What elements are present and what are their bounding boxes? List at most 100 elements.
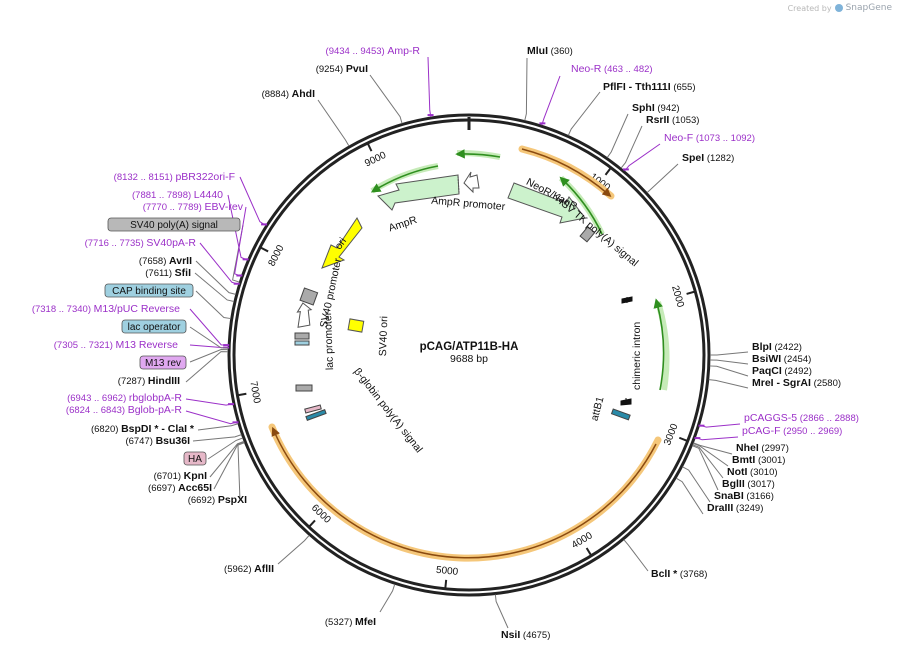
leader-layer — [185, 56, 749, 629]
enzyme-site-label: (6692) PspXI — [188, 494, 247, 506]
label-leader — [709, 359, 749, 365]
enzyme-position: (2422) — [772, 342, 802, 353]
label-leader — [234, 206, 247, 277]
label-leader — [567, 91, 601, 136]
label-leader — [682, 466, 711, 503]
enzyme-site-label: (5327) MfeI — [325, 616, 376, 628]
label-leader — [207, 437, 243, 460]
lac-mark-3 — [295, 384, 313, 392]
primer-name: M13/pUC Reverse — [94, 303, 181, 315]
scale-tick — [678, 436, 688, 442]
enzyme-name: BspDI * - ClaI * — [121, 423, 195, 435]
enzyme-position: (6820) — [91, 424, 121, 435]
label-leader — [620, 125, 643, 169]
ampr-promoter-arrow — [463, 171, 480, 194]
label-leader — [317, 99, 350, 147]
enzyme-name: Bsu36I — [156, 435, 191, 447]
label-leader — [693, 442, 729, 467]
label-leader — [699, 423, 741, 428]
boxed-feature-bg — [107, 217, 241, 232]
enzyme-name: MluI — [527, 45, 548, 57]
boxed-feature-name: lac operator — [128, 322, 181, 333]
attb1-mark — [610, 408, 631, 421]
scale-tick — [686, 290, 695, 295]
enzyme-name: RsrII — [646, 114, 669, 126]
label-leader — [692, 445, 719, 491]
enzyme-name: MreI - SgrAI — [752, 377, 811, 389]
primer-label: pCAG-F (2950 .. 2969) — [742, 425, 842, 437]
scale-tick-label: 2000 — [669, 284, 686, 309]
primer-position: (2866 .. 2888) — [797, 413, 859, 424]
enzyme-position: (1053) — [669, 115, 699, 126]
label-leader — [189, 349, 229, 363]
enzyme-site-label: (9254) PvuI — [316, 63, 368, 75]
enzyme-site-label: RsrII (1053) — [646, 114, 699, 126]
primer-label: (7770 .. 7789) EBV-rev — [143, 201, 244, 213]
enzyme-position: (7287) — [118, 376, 148, 387]
feature-ampr-label: AmpR — [387, 214, 419, 235]
primer-name: pCAG-F — [742, 425, 781, 437]
primer-name: M13 Reverse — [116, 339, 179, 351]
primer-position: (9434 .. 9453) — [326, 46, 388, 57]
label-leader — [194, 272, 235, 303]
enzyme-site-label: BglII (3017) — [722, 478, 775, 490]
enzyme-position: (3001) — [755, 455, 785, 466]
enzyme-site-label: (7611) SfiI — [145, 267, 191, 279]
label-leader — [541, 75, 561, 126]
label-leader — [277, 535, 310, 565]
enzyme-site-label: (6697) Acc65I — [148, 482, 212, 494]
scale-tick — [604, 167, 612, 176]
enzyme-site-label: NsiI (4675) — [501, 629, 550, 641]
enzyme-position: (6747) — [125, 436, 155, 447]
label-leader — [524, 57, 528, 121]
scale-tick — [444, 579, 448, 588]
enzyme-site-label: (8884) AhdI — [262, 88, 316, 100]
primer-label: Neo-F (1073 .. 1092) — [664, 132, 755, 144]
scale-tick — [260, 246, 269, 253]
enzyme-site-label: (6747) Bsu36I — [125, 435, 190, 447]
label-leader — [195, 290, 231, 320]
boxed-feature-name: HA — [188, 454, 202, 465]
enzyme-site-label: (6701) KpnI — [154, 470, 208, 482]
boxed-feature-label: lac operator — [121, 319, 187, 334]
enzyme-position: (8884) — [262, 89, 292, 100]
scale-tick-label: 3000 — [662, 422, 681, 447]
label-leader — [692, 444, 724, 479]
label-leader — [709, 365, 749, 377]
boxed-feature-label: HA — [183, 451, 207, 466]
label-leader — [189, 326, 229, 349]
enzyme-position: (3010) — [747, 467, 777, 478]
enzyme-name: BclI * — [651, 568, 678, 580]
enzyme-position: (5327) — [325, 617, 355, 628]
feature-beta-globin-label: β-globin poly(A) signal — [351, 366, 425, 455]
enzyme-position: (5962) — [224, 564, 254, 575]
label-leader — [369, 74, 403, 124]
label-leader — [710, 351, 749, 356]
enzyme-position: (3166) — [744, 491, 774, 502]
primer-name: rbglobpA-R — [129, 392, 183, 404]
label-leader — [693, 442, 733, 455]
ori-arrow — [321, 217, 363, 269]
boxed-feature-bg — [139, 355, 187, 370]
enzyme-position: (2454) — [781, 354, 811, 365]
enzyme-position: (2492) — [782, 366, 812, 377]
credit: Created by SnapGene — [788, 3, 892, 13]
primer-name: Bglob-pA-R — [128, 404, 183, 416]
label-leader — [427, 56, 432, 118]
primer-name: Neo-F — [664, 132, 693, 144]
enzyme-name: BsiWI — [752, 353, 781, 365]
enzyme-name: DraIII — [707, 502, 733, 514]
primer-position: (1073 .. 1092) — [693, 133, 755, 144]
primer-label: Neo-R (463 .. 482) — [571, 63, 653, 75]
enzyme-name: PflFI - Tth111I — [603, 81, 671, 93]
boxed-feature-label: M13 rev — [139, 355, 187, 370]
enzyme-position: (6701) — [154, 471, 184, 482]
label-leader — [209, 440, 245, 478]
label-leader — [185, 398, 234, 406]
primer-position: (7318 .. 7340) — [32, 304, 94, 315]
primer-position: (6943 .. 6962) — [67, 393, 129, 404]
label-leader — [695, 436, 739, 441]
enzyme-site-label: (7658) AvrII — [139, 255, 192, 267]
